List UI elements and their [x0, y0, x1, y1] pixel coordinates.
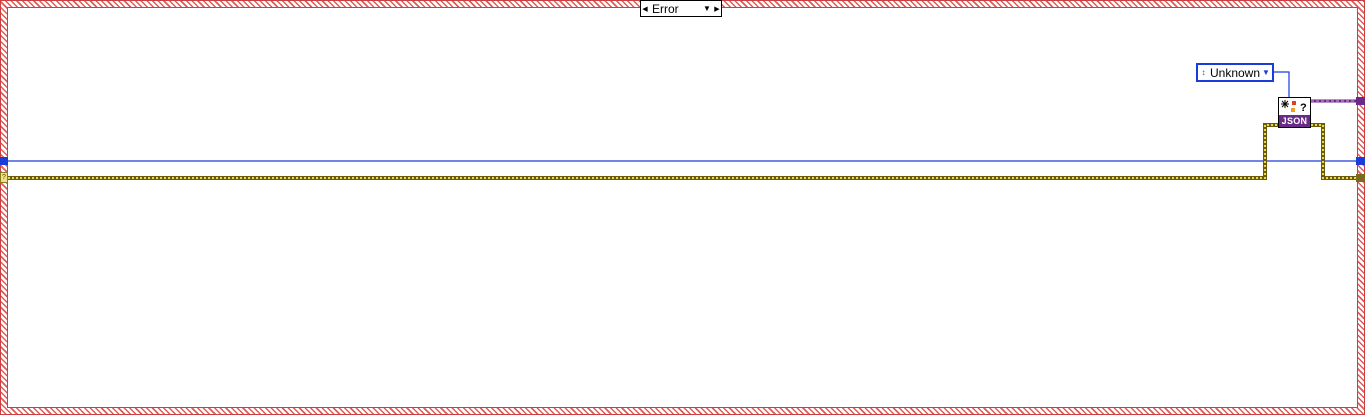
case-dropdown-icon[interactable]: ▼ [703, 4, 711, 13]
case-selector[interactable]: ◀ Error ▼ ▶ [640, 0, 722, 17]
left-error-tunnel[interactable]: ? [0, 172, 8, 183]
enum-dropdown-icon[interactable]: ▼ [1262, 68, 1270, 77]
enum-wire [1274, 71, 1290, 97]
right-json-tunnel[interactable] [1356, 97, 1365, 105]
case-selector-label: Error [652, 1, 679, 16]
json-subvi-node[interactable]: ? JSON [1278, 97, 1311, 128]
case-structure-diagram[interactable] [7, 7, 1358, 408]
enum-increment-icon[interactable]: ↕ [1201, 68, 1206, 77]
left-refnum-tunnel[interactable] [0, 157, 8, 165]
enum-constant-unknown[interactable]: ↕ Unknown ▼ [1196, 63, 1274, 82]
right-error-tunnel[interactable] [1356, 174, 1365, 182]
right-refnum-tunnel[interactable] [1356, 157, 1365, 165]
svg-text:?: ? [1300, 102, 1307, 114]
json-node-label: JSON [1279, 115, 1310, 127]
json-node-glyph-icon: ? [1281, 100, 1307, 114]
error-cluster-wire [8, 123, 1278, 180]
case-increment-icon[interactable]: ▶ [714, 5, 720, 13]
enum-constant-label: Unknown [1209, 65, 1261, 80]
error-cluster-out-wire [1311, 123, 1356, 180]
case-decrement-icon[interactable]: ◀ [642, 5, 648, 13]
